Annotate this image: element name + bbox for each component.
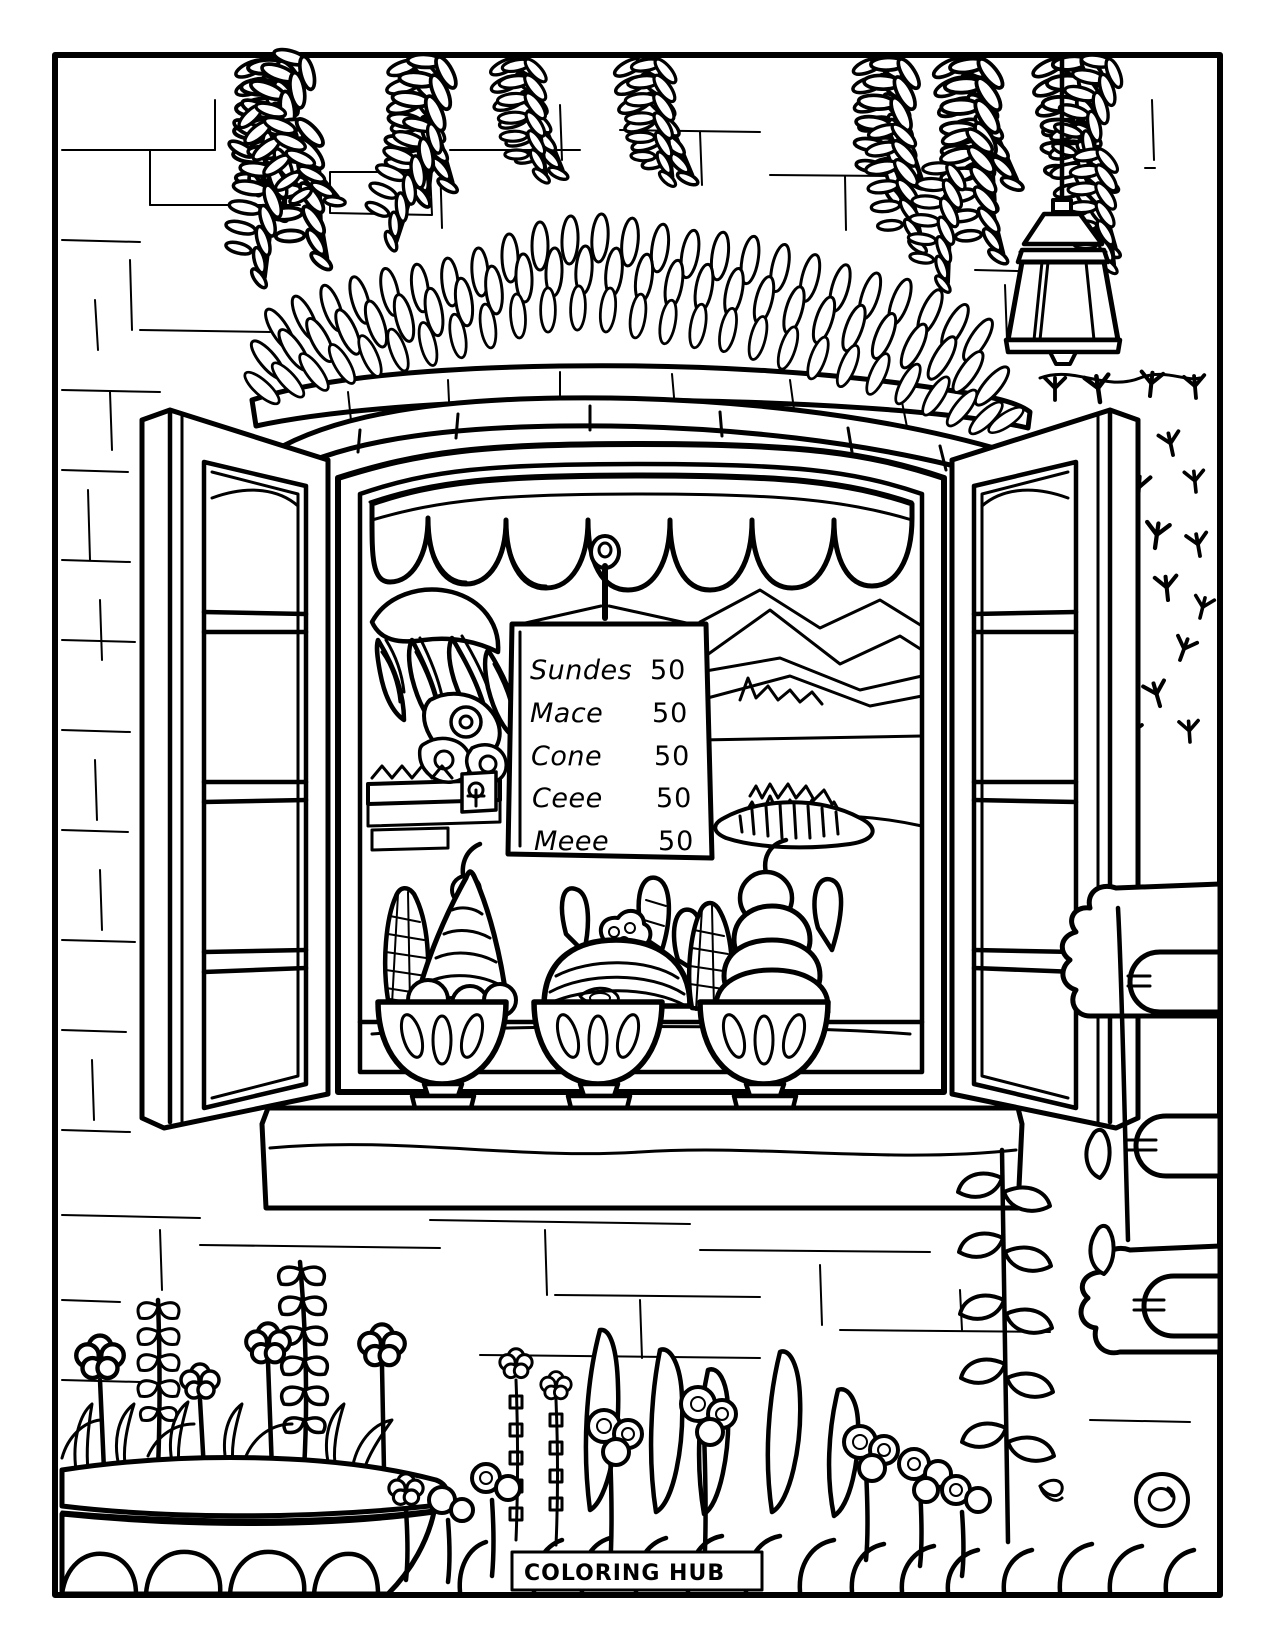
shutter-right <box>949 407 1141 1131</box>
window-sill <box>259 1105 1025 1211</box>
shop-awning <box>369 473 915 593</box>
stone-planter <box>59 1259 449 1597</box>
shutter-left <box>139 407 331 1131</box>
hanging-lantern <box>1003 55 1123 366</box>
display-cake <box>713 782 875 850</box>
sundae-glass-middle <box>531 875 703 1115</box>
hanging-menu-board <box>505 534 715 861</box>
sundae-glass-left <box>375 841 518 1115</box>
pastry-shelf <box>366 587 521 852</box>
tall-leafy-stalk <box>956 1147 1064 1545</box>
sundae-glass-right <box>686 837 844 1115</box>
bottom-flower-garden <box>387 1327 1197 1595</box>
right-wall-vine <box>1038 372 1217 749</box>
right-topiary-bush <box>1059 881 1223 1356</box>
watermark-plate <box>510 1550 764 1592</box>
